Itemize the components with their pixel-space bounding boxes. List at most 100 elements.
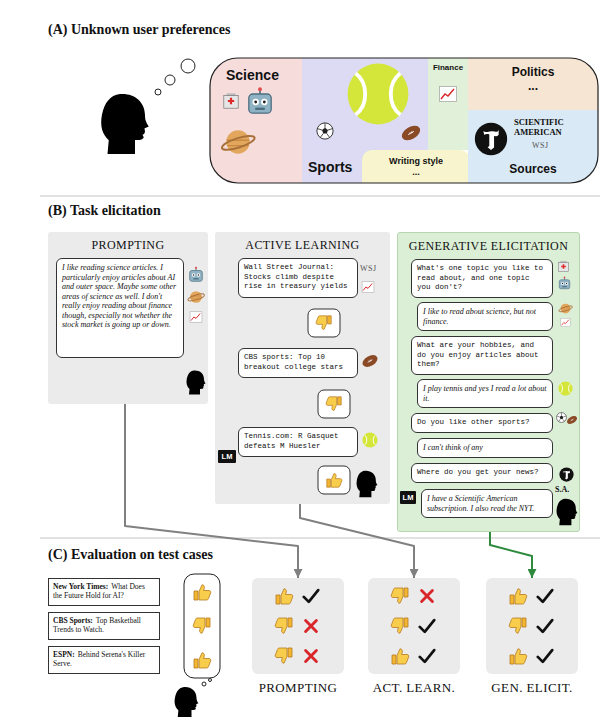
planet-icon bbox=[187, 291, 205, 303]
region-label: ... bbox=[528, 80, 538, 94]
result-box: GEN. ELICIT. bbox=[486, 578, 578, 674]
football-icon bbox=[399, 123, 422, 143]
check-mark bbox=[538, 590, 552, 602]
source-logo: WSJ bbox=[532, 141, 549, 150]
preference-outline bbox=[210, 58, 598, 183]
feedback-bubble bbox=[308, 309, 340, 337]
thumbs-down bbox=[391, 588, 408, 603]
message-text: What's one topic you like to read about,… bbox=[417, 264, 547, 293]
preference-region: Writing style... bbox=[362, 150, 470, 183]
message-text: I like reading science articles. I parti… bbox=[62, 263, 178, 330]
section-separator bbox=[40, 538, 600, 539]
thumbs-up bbox=[194, 585, 211, 600]
badge-text: LM bbox=[403, 493, 414, 502]
lm-message: Do you like other sports? bbox=[411, 413, 553, 433]
cross-mark bbox=[422, 591, 433, 602]
user-head bbox=[557, 499, 578, 525]
user-head bbox=[186, 370, 205, 394]
check-mark bbox=[538, 650, 552, 662]
soccer-ball-icon bbox=[557, 413, 567, 423]
method-panel: PROMPTING I like reading science articles… bbox=[48, 232, 208, 404]
football-icon bbox=[361, 353, 380, 370]
region-label: Sports bbox=[308, 159, 352, 175]
robot-icon bbox=[249, 87, 271, 113]
region-label: Politics bbox=[512, 66, 555, 80]
region-label: ... bbox=[412, 167, 420, 177]
test-case-text: New York Times: bbox=[53, 582, 108, 591]
user-head bbox=[357, 471, 378, 497]
thumbs-up bbox=[276, 589, 293, 604]
robot-icon bbox=[559, 277, 570, 289]
check-mark bbox=[420, 650, 434, 662]
method-panel: GENERATIVE ELICITATIONWhat's one topic y… bbox=[397, 232, 580, 532]
message-text: CBS sports: Top 10 breakout college star… bbox=[244, 353, 352, 372]
thought-bubble bbox=[155, 89, 161, 95]
panel-heading: PROMPTING bbox=[52, 238, 204, 253]
check-mark bbox=[538, 620, 552, 632]
lm-message: What are your hobbies, and do you enjoy … bbox=[411, 336, 553, 375]
thumbs-down bbox=[275, 648, 292, 663]
robot-icon bbox=[190, 267, 203, 282]
region-label: Sources bbox=[509, 163, 556, 177]
lm-message: Tennis.com: R Gasquet defeats M Huesler bbox=[238, 427, 358, 457]
user-message: I like to read about science, but not fi… bbox=[417, 302, 553, 331]
lm-message: CBS sports: Top 10 breakout college star… bbox=[238, 348, 358, 378]
test-case: CBS Sports:Top Basketball Trends to Watc… bbox=[48, 612, 160, 640]
check-mark bbox=[304, 590, 318, 602]
flow-arrow bbox=[490, 532, 532, 578]
thought-bubble bbox=[209, 679, 212, 682]
method-label: ACT. LEARN. bbox=[356, 680, 472, 696]
panel-heading: ACTIVE LEARNING bbox=[219, 238, 386, 253]
message-text: Do you like other sports? bbox=[417, 418, 547, 428]
section-separator bbox=[40, 196, 600, 197]
planet-icon bbox=[558, 304, 573, 314]
preference-region: Finance bbox=[428, 58, 468, 150]
lm-badge: LM bbox=[400, 491, 416, 504]
soccer-ball-icon bbox=[317, 123, 333, 139]
lm-badge: LM bbox=[218, 450, 236, 463]
lm-message: What's one topic you like to read about,… bbox=[411, 259, 553, 298]
feedback-bubble bbox=[318, 466, 350, 494]
source-logo: S.A. bbox=[555, 485, 569, 494]
user-head bbox=[101, 94, 149, 154]
test-case: New York Times:What Does the Future Hold… bbox=[48, 578, 160, 606]
message-text: Tennis.com: R Gasquet defeats M Huesler bbox=[244, 432, 352, 451]
region-label: Writing style bbox=[389, 156, 443, 166]
message-text: What are your hobbies, and do you enjoy … bbox=[417, 341, 547, 370]
thumbs-down bbox=[193, 618, 210, 633]
flow-arrow bbox=[125, 404, 298, 578]
planet-icon bbox=[221, 130, 256, 153]
cross-mark bbox=[306, 621, 317, 632]
tennis-ball-icon bbox=[348, 64, 409, 125]
thumbs-up bbox=[194, 653, 211, 668]
ground-truth-box bbox=[184, 574, 220, 678]
thought-bubble bbox=[202, 682, 206, 686]
method-label: GEN. ELICIT. bbox=[474, 680, 590, 696]
thumbs-down bbox=[509, 618, 526, 633]
hospital-icon bbox=[558, 261, 568, 272]
source-logo: SCIENTIFIC AMERICAN bbox=[514, 117, 586, 137]
test-case: ESPN:Behind Serena's Killer Serve. bbox=[48, 646, 160, 674]
user-message: I play tennis and yes I read a lot about… bbox=[417, 379, 553, 408]
tennis-ball-icon bbox=[558, 381, 572, 395]
result-box: PROMPTING bbox=[252, 578, 344, 674]
message-text: Wall Street Journal: Stocks climb despit… bbox=[244, 263, 352, 292]
user-message: I have a Scientific American subscriptio… bbox=[421, 489, 553, 518]
chart-icon bbox=[190, 312, 202, 323]
region-label: Finance bbox=[433, 63, 463, 72]
preference-region: Science bbox=[210, 58, 302, 183]
section-title: (A) Unknown user preferences bbox=[48, 22, 230, 38]
tennis-ball-icon bbox=[362, 432, 377, 447]
check-mark bbox=[420, 620, 434, 632]
chart-icon bbox=[362, 282, 374, 293]
thumbs-up bbox=[392, 649, 409, 664]
message-text: I like to read about science, but not fi… bbox=[423, 307, 547, 326]
source-logo: WSJ bbox=[360, 264, 377, 273]
chart-icon bbox=[561, 318, 570, 326]
method-label: PROMPTING bbox=[240, 680, 356, 696]
thumbs-down bbox=[275, 618, 292, 633]
user-message: I like reading science articles. I parti… bbox=[56, 258, 184, 358]
thumbs-up bbox=[510, 589, 527, 604]
test-case-text: CBS Sports: bbox=[53, 616, 93, 625]
thumbs-up bbox=[327, 474, 342, 488]
